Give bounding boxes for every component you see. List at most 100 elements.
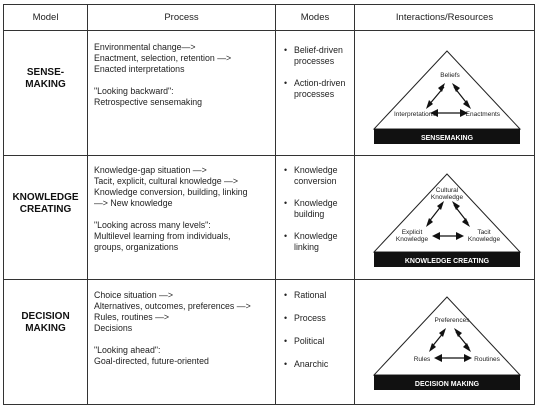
node-cultural-knowledge: Cultural (436, 187, 459, 194)
process-line: "Looking ahead": (94, 345, 161, 355)
row-divider (4, 279, 534, 280)
process-line: Multilevel learning from individuals, (94, 231, 231, 241)
column-divider (87, 5, 88, 404)
mode-item: • Rational (284, 290, 354, 301)
comparison-table: Model Process Modes Interactions/Resourc… (3, 4, 535, 405)
process-line: "Looking across many levels": (94, 220, 211, 230)
bullet-icon: • (284, 359, 288, 369)
node-enactments: Enactments (466, 111, 501, 118)
bullet-icon: • (284, 336, 288, 346)
column-divider (354, 5, 355, 404)
mode-text: Anarchic (294, 359, 329, 369)
process-line: —> New knowledge (94, 198, 173, 208)
header-interactions-resources: Interactions/Resources (395, 12, 494, 23)
process-line: Alternatives, outcomes, preferences —> (94, 301, 251, 311)
process-line: Choice situation —> (94, 290, 173, 300)
node-rules: Rules (414, 356, 431, 363)
mode-text: building (294, 209, 325, 219)
diagram-bar-label: DECISION MAKING (415, 381, 480, 388)
triangle-shape (372, 296, 522, 376)
node-cultural-knowledge: Knowledge (431, 194, 464, 201)
bullet-icon: • (284, 290, 288, 300)
bullet-icon: • (284, 45, 288, 55)
diagram-bar-label: KNOWLEDGE CREATING (405, 258, 490, 265)
mode-text: Process (294, 313, 326, 323)
sensemaking-diagram: SENSEMAKING Beliefs Interpretations Enac… (372, 50, 522, 144)
mode-text: Knowledge (294, 165, 338, 175)
bullet-icon: • (284, 313, 288, 323)
mode-text: conversion (294, 176, 337, 186)
arrow-right-diagonal (454, 328, 471, 352)
decision-making-diagram: DECISION MAKING Preferences Rules Routin… (372, 296, 522, 390)
process-knowledge-creating: Knowledge-gap situation —> Tacit, explic… (94, 165, 294, 253)
process-line: Rules, routines —> (94, 312, 170, 322)
model-label-line: DECISION (21, 311, 70, 322)
arrow-horizontal (434, 354, 472, 362)
process-line: "Looking backward": (94, 86, 174, 96)
mode-text: Political (294, 336, 325, 346)
model-label-line: MAKING (25, 79, 66, 90)
model-decision-making: DECISION MAKING (4, 311, 87, 335)
row-divider (4, 30, 534, 31)
bullet-icon: • (284, 231, 288, 241)
node-preferences: Preferences (434, 317, 470, 324)
bullet-icon: • (284, 78, 288, 88)
process-line: Decisions (94, 323, 133, 333)
arrow-right-diagonal (452, 201, 470, 227)
knowledge-creating-diagram: KNOWLEDGE CREATING Cultural Knowledge Ex… (372, 173, 522, 267)
process-line: Tacit, explicit, cultural knowledge —> (94, 176, 238, 186)
mode-text: Belief-driven (294, 45, 343, 55)
mode-text: Knowledge (294, 198, 338, 208)
mode-text: Action-driven (294, 78, 346, 88)
node-tacit-knowledge: Knowledge (468, 236, 501, 243)
diagram-bar (374, 129, 520, 144)
bullet-icon: • (284, 165, 288, 175)
node-interpretations: Interpretations (394, 111, 436, 118)
header-process: Process (164, 12, 199, 23)
header-modes: Modes (300, 12, 330, 23)
model-label-line: KNOWLEDGE (12, 192, 79, 203)
model-knowledge-creating: KNOWLEDGE CREATING (4, 192, 87, 216)
model-label-line: CREATING (19, 204, 72, 215)
modes-decision-making: • Rational • Process • Political • Anarc… (284, 290, 354, 382)
process-line: Enactment, selection, retention —> (94, 53, 232, 63)
model-label-line: MAKING (25, 323, 66, 334)
process-line: Environmental change—> (94, 42, 196, 52)
mode-text: processes (294, 56, 335, 66)
process-decision-making: Choice situation —> Alternatives, outcom… (94, 290, 294, 367)
node-explicit-knowledge: Knowledge (396, 236, 429, 243)
model-sensemaking: SENSE- MAKING (4, 67, 87, 91)
row-divider (4, 155, 534, 156)
mode-text: Knowledge (294, 231, 338, 241)
arrow-left-diagonal (426, 201, 444, 227)
diagram-bar (374, 375, 520, 390)
process-line: Knowledge conversion, building, linking (94, 187, 248, 197)
mode-text: Rational (294, 290, 327, 300)
node-tacit-knowledge: Tacit (477, 229, 491, 236)
mode-text: linking (294, 242, 319, 252)
node-routines: Routines (474, 356, 500, 363)
arrow-left-diagonal (426, 83, 445, 109)
process-sensemaking: Environmental change—> Enactment, select… (94, 42, 294, 108)
arrow-right-diagonal (452, 83, 471, 109)
process-line: groups, organizations (94, 242, 179, 252)
node-explicit-knowledge: Explicit (402, 229, 423, 236)
process-line: Goal-directed, future-oriented (94, 356, 209, 366)
bullet-icon: • (284, 198, 288, 208)
mode-text: processes (294, 89, 335, 99)
arrow-left-diagonal (429, 328, 446, 352)
arrow-horizontal (432, 232, 464, 240)
process-line: Knowledge-gap situation —> (94, 165, 207, 175)
mode-item: • Process (284, 313, 354, 324)
column-divider (275, 5, 276, 404)
model-label-line: SENSE- (26, 67, 65, 78)
node-beliefs: Beliefs (440, 72, 460, 79)
mode-item: • Anarchic (284, 359, 354, 370)
diagram-bar-label: SENSEMAKING (421, 135, 474, 142)
